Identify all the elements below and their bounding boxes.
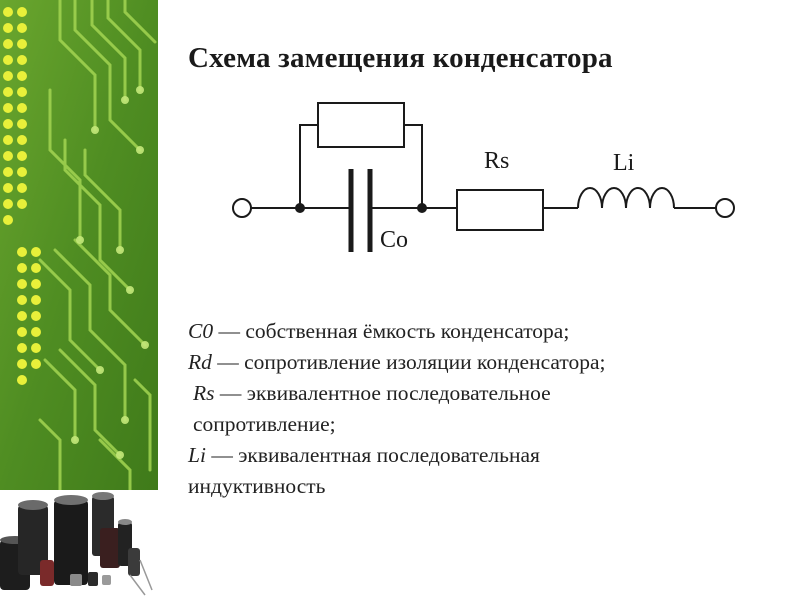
- terminal-right: [715, 198, 735, 218]
- wire-parallel-top-right: [404, 124, 423, 208]
- node-left: [295, 203, 305, 213]
- label-co: Co: [380, 227, 408, 253]
- legend-text: — эквивалентная последовательная индукти…: [188, 443, 540, 498]
- legend-item-rs: Rs — эквивалентное последовательное сопр…: [188, 378, 663, 440]
- legend-item-li: Li — эквивалентная последовательная инду…: [188, 440, 658, 502]
- label-rs: Rs: [484, 148, 509, 174]
- equivalent-circuit-diagram: Co Rs Li: [232, 102, 735, 253]
- legend-item-c0: C0 — собственная ёмкость конденсатора;: [188, 316, 748, 347]
- legend-symbol: Li: [188, 443, 206, 467]
- legend-block: C0 — собственная ёмкость конденсатора; R…: [188, 316, 748, 502]
- circuit-board-illustration: [0, 0, 158, 600]
- terminal-left: [232, 198, 252, 218]
- label-li: Li: [613, 150, 635, 176]
- legend-text: — собственная ёмкость конденсатора;: [213, 319, 570, 343]
- legend-item-rd: Rd — сопротивление изоляции конденсатора…: [188, 347, 748, 378]
- legend-symbol: Rs: [193, 381, 215, 405]
- legend-symbol: Rd: [188, 350, 212, 374]
- node-right: [417, 203, 427, 213]
- legend-text: — сопротивление изоляции конденсатора;: [211, 350, 606, 374]
- slide-title: Схема замещения конденсатора: [188, 42, 613, 74]
- inductor-li: [577, 187, 675, 209]
- legend-symbol: C0: [188, 319, 214, 343]
- wire-parallel-top: [299, 124, 318, 208]
- legend-text: — эквивалентное последовательное сопроти…: [193, 381, 551, 436]
- resistor-rs: [456, 189, 544, 231]
- resistor-rd: [317, 102, 405, 148]
